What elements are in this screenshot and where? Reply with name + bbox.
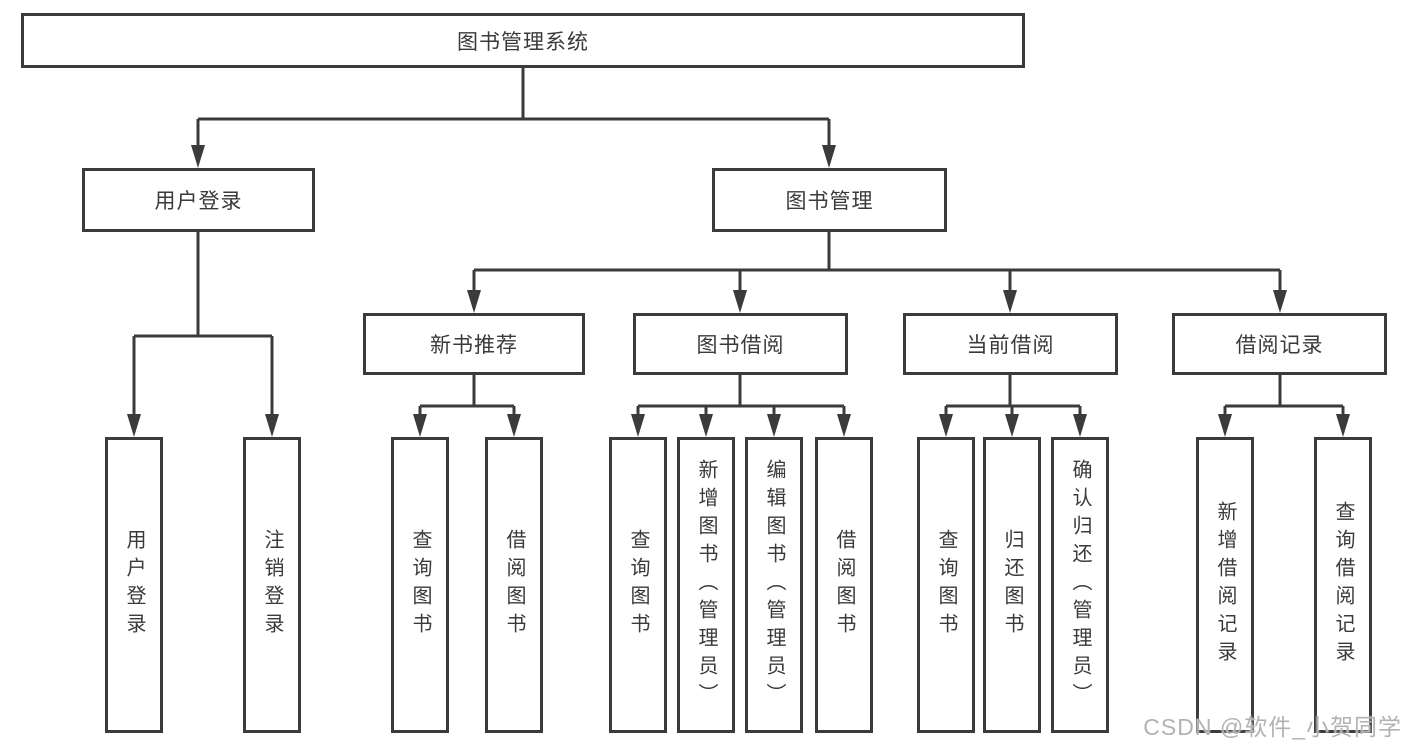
node-add-books-admin: 新增图书（管理员） [677,437,735,733]
node-borrowing-records: 借阅记录 [1172,313,1387,375]
node-user-login-leaf: 用户登录 [105,437,163,733]
node-borrow-books-2: 借阅图书 [815,437,873,733]
node-book-management: 图书管理 [712,168,947,232]
node-query-books-2: 查询图书 [609,437,667,733]
node-borrow-books-1: 借阅图书 [485,437,543,733]
node-book-borrowing: 图书借阅 [633,313,848,375]
node-logout-leaf: 注销登录 [243,437,301,733]
arrowheads [127,145,1350,437]
node-library-system: 图书管理系统 [21,13,1025,68]
node-current-borrowing: 当前借阅 [903,313,1118,375]
csdn-watermark: CSDN @软件_小贺同学 [1143,714,1402,740]
connector-segments [132,68,1345,420]
node-add-borrow-record: 新增借阅记录 [1196,437,1254,733]
node-query-books-3: 查询图书 [917,437,975,733]
node-user-login: 用户登录 [82,168,315,232]
node-query-borrow-record: 查询借阅记录 [1314,437,1372,733]
node-query-books-1: 查询图书 [391,437,449,733]
node-return-books: 归还图书 [983,437,1041,733]
node-confirm-return-admin: 确认归还（管理员） [1051,437,1109,733]
node-edit-books-admin: 编辑图书（管理员） [745,437,803,733]
node-new-book-recommend: 新书推荐 [363,313,585,375]
